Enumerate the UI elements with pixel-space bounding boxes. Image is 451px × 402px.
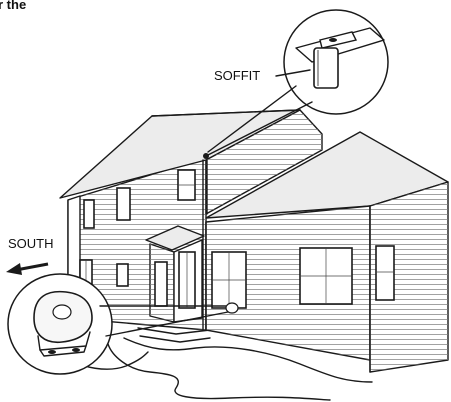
outdoor-unit-icon — [33, 290, 93, 357]
bay-window — [145, 225, 205, 323]
soffit-callout — [203, 9, 389, 159]
window-lower-mid — [116, 263, 129, 287]
window-upper-left — [83, 199, 95, 229]
wall-mounted-sensor — [225, 302, 239, 314]
addition-windows — [211, 245, 395, 309]
soffit-pointer — [275, 69, 311, 77]
window-upper-mid — [116, 187, 131, 221]
outdoor-unit-callout — [7, 273, 229, 375]
soffit-receiver-icon — [313, 31, 358, 89]
patio-outline — [107, 337, 373, 401]
south-label: SOUTH — [8, 236, 54, 251]
south-arrow-icon — [6, 262, 49, 275]
caption-fragment: r the — [0, 0, 26, 12]
single-storey-addition — [205, 131, 449, 373]
soffit-label: SOFFIT — [214, 68, 260, 83]
